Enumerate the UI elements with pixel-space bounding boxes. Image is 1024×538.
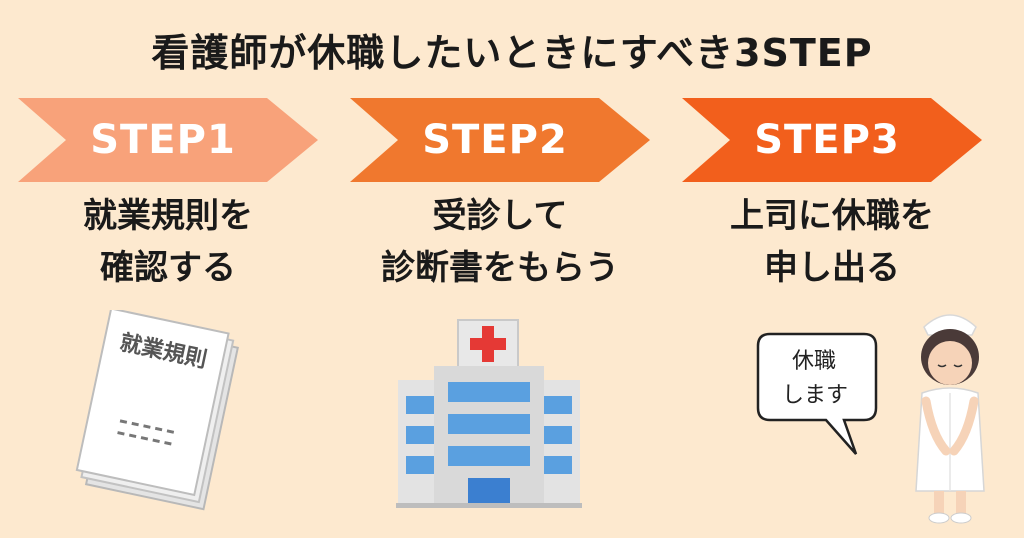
step-2-line2: 診断書をもらう bbox=[381, 248, 619, 288]
step-1-label: STEP1 bbox=[90, 117, 236, 163]
step-1-line2: 確認する bbox=[100, 248, 236, 288]
hospital-illustration bbox=[396, 319, 582, 508]
step-3-line1: 上司に休職を bbox=[730, 196, 934, 236]
hospital-door bbox=[468, 478, 510, 505]
nurse-illustration bbox=[915, 314, 985, 524]
document-icon bbox=[75, 310, 230, 497]
step-2-description: 受診して 診断書をもらう bbox=[350, 190, 650, 294]
step-3-line2: 申し出る bbox=[764, 248, 900, 288]
bubble-line2: します bbox=[782, 383, 848, 408]
step-2-label: STEP2 bbox=[422, 117, 568, 163]
step-1-description: 就業規則を 確認する bbox=[18, 190, 318, 294]
step-3-arrow: STEP3 bbox=[682, 98, 982, 182]
step-3-description: 上司に休職を 申し出る bbox=[682, 190, 982, 294]
step-1-arrow: STEP1 bbox=[18, 98, 318, 182]
step-3: STEP3 上司に休職を 申し出る bbox=[682, 98, 982, 294]
rulebook-illustration: 就業規則 bbox=[75, 310, 239, 511]
step-2: STEP2 受診して 診断書をもらう bbox=[350, 98, 650, 294]
page-title: 看護師が休職したいときにすべき3STEP bbox=[151, 31, 873, 75]
step-1-line1: 就業規則を bbox=[83, 196, 253, 236]
step-2-arrow: STEP2 bbox=[350, 98, 650, 182]
speech-bubble: 休職 します bbox=[756, 332, 878, 455]
step-3-label: STEP3 bbox=[754, 117, 900, 163]
bubble-line1: 休職 bbox=[792, 349, 836, 374]
nurse-cap bbox=[923, 314, 977, 336]
step-1: STEP1 就業規則を 確認する bbox=[18, 98, 318, 294]
step-2-line1: 受診して bbox=[432, 196, 568, 236]
